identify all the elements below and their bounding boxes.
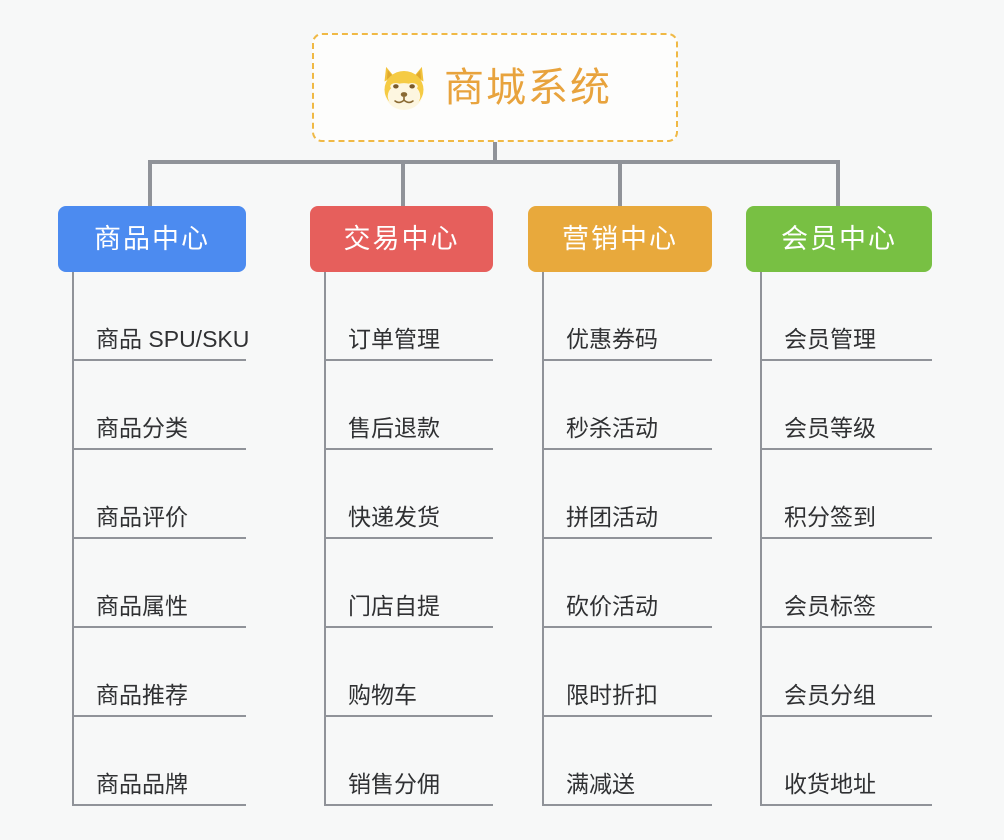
leaf-item[interactable]: 会员等级 (760, 361, 932, 450)
leaf-item-label: 商品属性 (96, 593, 188, 619)
leaf-item-label: 会员标签 (784, 593, 876, 619)
leaf-item-label: 满减送 (566, 771, 635, 797)
leaf-item[interactable]: 商品 SPU/SKU (72, 272, 250, 361)
leaf-item-label: 商品推荐 (96, 682, 188, 708)
leaf-item[interactable]: 拼团活动 (542, 450, 712, 539)
connector-drop-trade-center (401, 160, 405, 206)
leaf-stack-trade-center: 订单管理售后退款快递发货门店自提购物车销售分佣 (310, 272, 493, 806)
leaf-item-label: 销售分佣 (348, 771, 440, 797)
leaf-item-label: 限时折扣 (566, 682, 658, 708)
column-header-marketing-center[interactable]: 营销中心 (528, 206, 712, 272)
leaf-item-label: 会员管理 (784, 326, 876, 352)
column-header-label: 商品中心 (94, 223, 210, 254)
leaf-item-label: 砍价活动 (566, 593, 658, 619)
column-marketing-center: 营销中心优惠券码秒杀活动拼团活动砍价活动限时折扣满减送 (528, 206, 712, 806)
column-header-trade-center[interactable]: 交易中心 (310, 206, 493, 272)
connector-drop-marketing-center (618, 160, 622, 206)
leaf-item[interactable]: 商品推荐 (72, 628, 246, 717)
column-header-label: 营销中心 (562, 223, 678, 254)
leaf-item[interactable]: 购物车 (324, 628, 493, 717)
connector-drop-member-center (836, 160, 840, 206)
leaf-item-label: 秒杀活动 (566, 415, 658, 441)
leaf-item-label: 订单管理 (348, 326, 440, 352)
leaf-item-label: 商品 SPU/SKU (96, 326, 250, 352)
leaf-item[interactable]: 订单管理 (324, 272, 493, 361)
leaf-stack-product-center: 商品 SPU/SKU 商品分类商品评价商品属性商品推荐商品品牌 (58, 272, 250, 806)
leaf-item[interactable]: 收货地址 (760, 717, 932, 806)
leaf-item[interactable]: 商品属性 (72, 539, 246, 628)
leaf-item[interactable]: 砍价活动 (542, 539, 712, 628)
leaf-item[interactable]: 会员标签 (760, 539, 932, 628)
connector-horizontal-bus (148, 160, 840, 164)
leaf-item[interactable]: 快递发货 (324, 450, 493, 539)
leaf-item-label: 售后退款 (348, 415, 440, 441)
column-member-center: 会员中心会员管理会员等级积分签到会员标签会员分组收货地址 (746, 206, 932, 806)
connector-drop-product-center (148, 160, 152, 206)
column-product-center: 商品中心商品 SPU/SKU 商品分类商品评价商品属性商品推荐商品品牌 (58, 206, 250, 806)
column-trade-center: 交易中心订单管理售后退款快递发货门店自提购物车销售分佣 (310, 206, 493, 806)
leaf-item[interactable]: 门店自提 (324, 539, 493, 628)
root-node[interactable]: 商城系统 (312, 33, 678, 142)
column-header-label: 交易中心 (343, 223, 460, 254)
leaf-item[interactable]: 商品品牌 (72, 717, 246, 806)
leaf-item[interactable]: 销售分佣 (324, 717, 493, 806)
connector-root-stem (493, 142, 497, 164)
leaf-item-label: 收货地址 (784, 771, 876, 797)
column-header-label: 会员中心 (781, 223, 897, 254)
connector-stem-product-center (72, 272, 74, 806)
leaf-item-label: 门店自提 (348, 593, 440, 619)
root-title: 商城系统 (444, 65, 612, 110)
leaf-item[interactable]: 售后退款 (324, 361, 493, 450)
leaf-item[interactable]: 商品分类 (72, 361, 246, 450)
leaf-item-label: 商品分类 (96, 415, 188, 441)
connector-stem-trade-center (324, 272, 326, 806)
leaf-item[interactable]: 优惠券码 (542, 272, 712, 361)
leaf-item-label: 会员分组 (784, 682, 876, 708)
leaf-item[interactable]: 秒杀活动 (542, 361, 712, 450)
shiba-dog-face-icon (384, 66, 424, 110)
leaf-item[interactable]: 会员分组 (760, 628, 932, 717)
leaf-item[interactable]: 商品评价 (72, 450, 246, 539)
leaf-item-label: 购物车 (348, 682, 417, 708)
leaf-item[interactable]: 满减送 (542, 717, 712, 806)
leaf-item[interactable]: 积分签到 (760, 450, 932, 539)
leaf-item-label: 拼团活动 (566, 504, 658, 530)
leaf-item[interactable]: 限时折扣 (542, 628, 712, 717)
leaf-stack-marketing-center: 优惠券码秒杀活动拼团活动砍价活动限时折扣满减送 (528, 272, 712, 806)
leaf-item[interactable]: 会员管理 (760, 272, 932, 361)
leaf-item-label: 商品品牌 (96, 771, 188, 797)
leaf-item-label: 商品评价 (96, 504, 188, 530)
column-header-product-center[interactable]: 商品中心 (58, 206, 246, 272)
connector-stem-member-center (760, 272, 762, 806)
leaf-item-label: 优惠券码 (566, 326, 658, 352)
leaf-stack-member-center: 会员管理会员等级积分签到会员标签会员分组收货地址 (746, 272, 932, 806)
leaf-item-label: 会员等级 (784, 415, 876, 441)
leaf-item-label: 积分签到 (784, 504, 876, 530)
column-header-member-center[interactable]: 会员中心 (746, 206, 932, 272)
connector-stem-marketing-center (542, 272, 544, 806)
leaf-item-label: 快递发货 (348, 504, 440, 530)
